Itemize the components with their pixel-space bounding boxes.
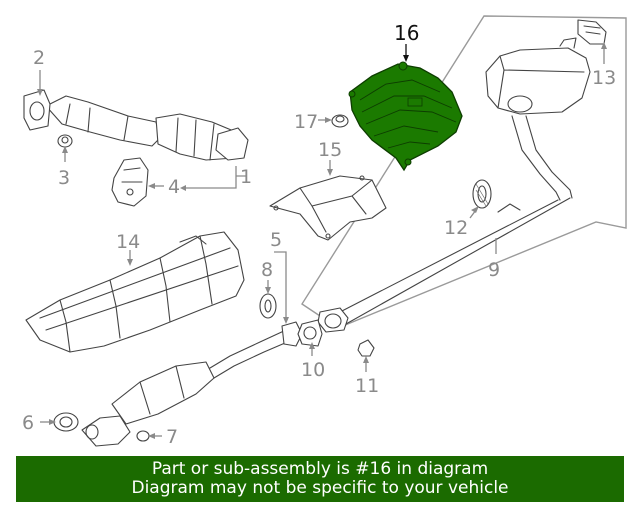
callout-10: 10 — [301, 359, 325, 381]
part-5-center-pipe[interactable] — [81, 321, 303, 447]
callout-3: 3 — [58, 167, 70, 189]
part-9-muffler-assembly[interactable] — [317, 37, 591, 333]
callout-6: 6 — [22, 412, 34, 434]
callout-9: 9 — [488, 259, 500, 281]
part-3-nut[interactable] — [57, 134, 73, 148]
part-8-rubber-hanger[interactable] — [259, 293, 277, 319]
part-7-nut[interactable] — [136, 430, 150, 442]
callout-8: 8 — [261, 259, 273, 281]
banner-line-2: Diagram may not be specific to your vehi… — [131, 478, 509, 498]
callout-16: 16 — [394, 21, 419, 45]
assembly-frame — [301, 15, 627, 329]
exhaust-parts-diagram: 1 2 3 4 5 6 7 8 9 10 11 12 13 14 15 16 1… — [22, 15, 627, 448]
part-10-gasket[interactable] — [297, 319, 323, 347]
callout-11: 11 — [355, 375, 379, 397]
part-11-nut[interactable] — [357, 339, 375, 357]
part-13-hanger-bracket[interactable] — [577, 19, 607, 45]
part-14-center-heat-shield[interactable] — [25, 231, 245, 353]
part-17-nut[interactable] — [331, 114, 349, 128]
callout-13: 13 — [592, 67, 616, 89]
part-4-mounting-bracket[interactable] — [111, 157, 149, 207]
callout-17: 17 — [294, 111, 318, 133]
part-6-gasket[interactable] — [53, 412, 79, 432]
callout-14: 14 — [116, 231, 140, 253]
part-2-gasket[interactable] — [23, 89, 51, 131]
info-banner: Part or sub-assembly is #16 in diagram D… — [16, 456, 624, 502]
banner-line-1: Part or sub-assembly is #16 in diagram — [151, 459, 489, 479]
callout-2: 2 — [33, 47, 45, 69]
part-16-heat-shield[interactable] — [348, 61, 463, 172]
callout-15: 15 — [318, 139, 342, 161]
part-12-rubber-hanger[interactable] — [472, 179, 492, 209]
part-15-heat-protector[interactable] — [269, 175, 387, 241]
callout-1: 1 — [240, 166, 252, 188]
callout-4: 4 — [168, 176, 180, 198]
callout-5: 5 — [270, 229, 282, 251]
callout-12: 12 — [444, 217, 468, 239]
callout-labels: 1 2 3 4 5 6 7 8 9 10 11 12 13 14 15 16 1… — [22, 21, 616, 448]
part-1-front-pipe[interactable] — [45, 95, 249, 161]
leader-lines — [37, 42, 607, 439]
callout-7: 7 — [166, 426, 178, 448]
